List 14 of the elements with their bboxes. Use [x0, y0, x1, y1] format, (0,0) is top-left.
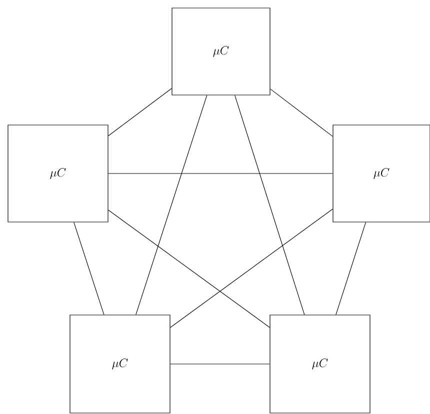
connection-line [136, 95, 208, 315]
controller-box: $\mu C$ [270, 314, 370, 414]
connection-line [336, 222, 366, 315]
connection-line [108, 173, 333, 174]
connection-line [74, 222, 104, 315]
connection-line [234, 95, 305, 315]
connection-line [170, 208, 333, 328]
connection-line [108, 88, 172, 136]
controller-box: $\mu C$ [70, 314, 170, 414]
connection-line [108, 210, 270, 328]
controller-box: $\mu C$ [332, 124, 430, 222]
controller-box: $\mu C$ [172, 8, 270, 96]
controller-box: $\mu C$ [8, 124, 108, 222]
connection-line [270, 88, 333, 137]
